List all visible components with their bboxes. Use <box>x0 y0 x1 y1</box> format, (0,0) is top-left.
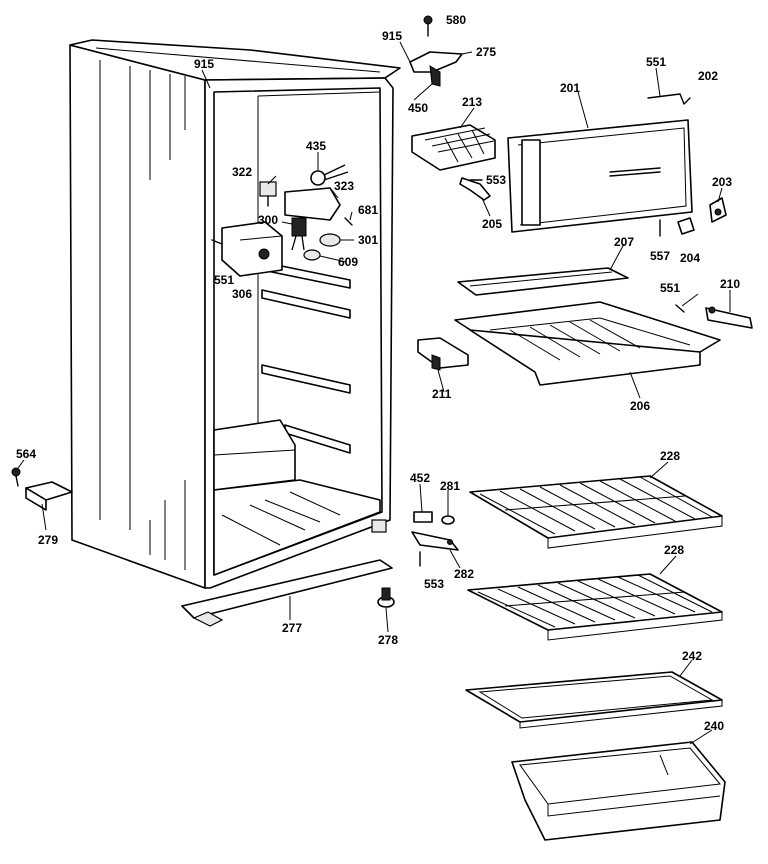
label-553-lower: 553 <box>424 577 444 591</box>
label-322: 322 <box>232 165 252 179</box>
refrigerator-cabinet <box>69 39 401 589</box>
label-203: 203 <box>712 175 732 189</box>
label-551-right: 551 <box>660 281 680 295</box>
label-553-upper: 553 <box>486 173 506 187</box>
top-hinge-275 <box>409 51 463 87</box>
wire-shelf-228-upper <box>469 475 723 549</box>
label-228-upper: 228 <box>660 449 680 463</box>
screw-551-right <box>675 304 685 313</box>
label-275: 275 <box>476 45 496 59</box>
leveling-bracket-279 <box>25 481 73 511</box>
label-205: 205 <box>482 217 502 231</box>
label-278: 278 <box>378 633 398 647</box>
label-681: 681 <box>358 203 378 217</box>
label-609: 609 <box>338 255 358 269</box>
control-housing-306 <box>221 221 283 277</box>
label-435: 435 <box>306 139 326 153</box>
label-281: 281 <box>440 479 460 493</box>
label-450: 450 <box>408 101 428 115</box>
knob-301 <box>319 233 341 247</box>
label-202: 202 <box>698 69 718 83</box>
wire-shelf-228-lower <box>467 573 723 641</box>
label-323: 323 <box>334 179 354 193</box>
label-306: 306 <box>232 287 252 301</box>
shelf-207 <box>457 267 629 296</box>
clip-202 <box>647 93 691 105</box>
label-211: 211 <box>432 387 452 401</box>
thermostat-323 <box>284 164 349 221</box>
ice-tray-213 <box>411 124 496 171</box>
guide-210 <box>705 306 753 329</box>
crisper-cover-242 <box>465 671 723 729</box>
bracket-452 <box>413 511 433 523</box>
part-labels: 580 915 275 450 551 202 201 213 915 435 … <box>16 13 740 733</box>
leader-lines <box>17 41 731 745</box>
label-557: 557 <box>650 249 670 263</box>
block-204 <box>677 217 695 235</box>
label-301: 301 <box>358 233 378 247</box>
label-279: 279 <box>38 533 58 547</box>
label-300: 300 <box>258 213 278 227</box>
screw-580 <box>423 15 433 37</box>
switch-300 <box>291 217 307 251</box>
label-213: 213 <box>462 95 482 109</box>
freezer-door-201 <box>507 119 693 233</box>
label-277: 277 <box>282 621 302 635</box>
label-551-top: 551 <box>646 55 666 69</box>
crisper-pan-240 <box>511 741 726 841</box>
base-grille-277 <box>181 559 393 627</box>
label-551-left: 551 <box>214 273 234 287</box>
meat-tray-206 <box>454 301 721 386</box>
label-228-lower: 228 <box>664 543 684 557</box>
screw-551-left <box>211 239 223 245</box>
label-242: 242 <box>682 649 702 663</box>
label-210: 210 <box>720 277 740 291</box>
label-915-cabinet: 915 <box>194 57 214 71</box>
label-564: 564 <box>16 447 36 461</box>
label-452: 452 <box>410 471 430 485</box>
screw-564 <box>11 467 21 487</box>
screw-681 <box>344 217 353 226</box>
light-socket-322 <box>259 181 277 207</box>
label-580: 580 <box>446 13 466 27</box>
bottom-hinge-282 <box>411 531 459 551</box>
bushing-281 <box>441 515 455 525</box>
label-915-top: 915 <box>382 29 402 43</box>
guide-211 <box>417 337 469 371</box>
label-282: 282 <box>454 567 474 581</box>
label-201: 201 <box>560 81 580 95</box>
label-206: 206 <box>630 399 650 413</box>
leveling-leg-278 <box>377 587 395 608</box>
label-240: 240 <box>704 719 724 733</box>
label-204: 204 <box>680 251 700 265</box>
spring-205 <box>459 177 491 201</box>
bulb-609 <box>303 249 321 261</box>
label-207: 207 <box>614 235 634 249</box>
